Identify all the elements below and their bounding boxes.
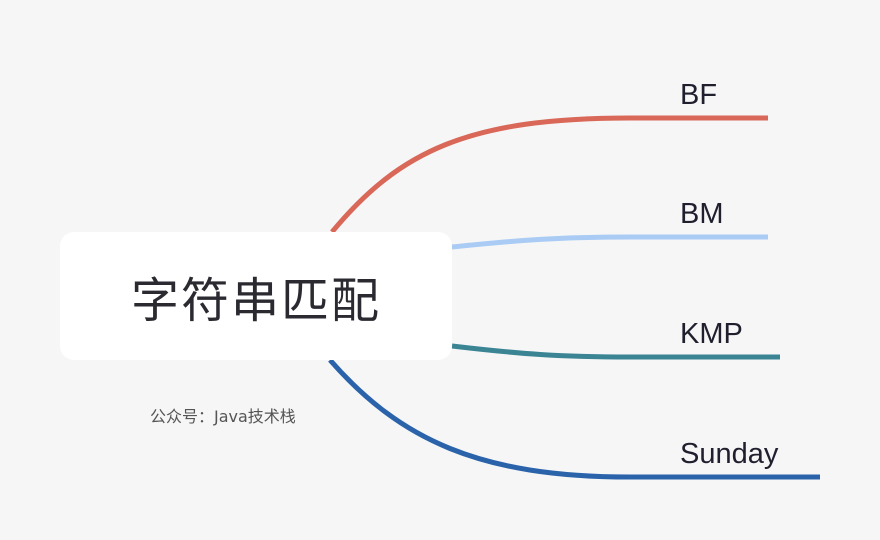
watermark-text: 公众号：Java技术栈	[150, 407, 296, 426]
branch-label-kmp[interactable]: KMP	[680, 318, 743, 350]
branch-line-kmp	[451, 343, 780, 360]
branch-label-bm[interactable]: BM	[680, 198, 724, 230]
branch-label-sunday[interactable]: Sunday	[680, 438, 779, 470]
branch-line-bm	[451, 234, 768, 250]
branch-line-bf	[330, 115, 768, 234]
root-node-title: 字符串匹配	[130, 273, 381, 329]
branch-label-bf[interactable]: BF	[680, 79, 718, 111]
root-node[interactable]: 字符串匹配	[60, 232, 452, 360]
branch-line-sunday	[328, 358, 820, 480]
